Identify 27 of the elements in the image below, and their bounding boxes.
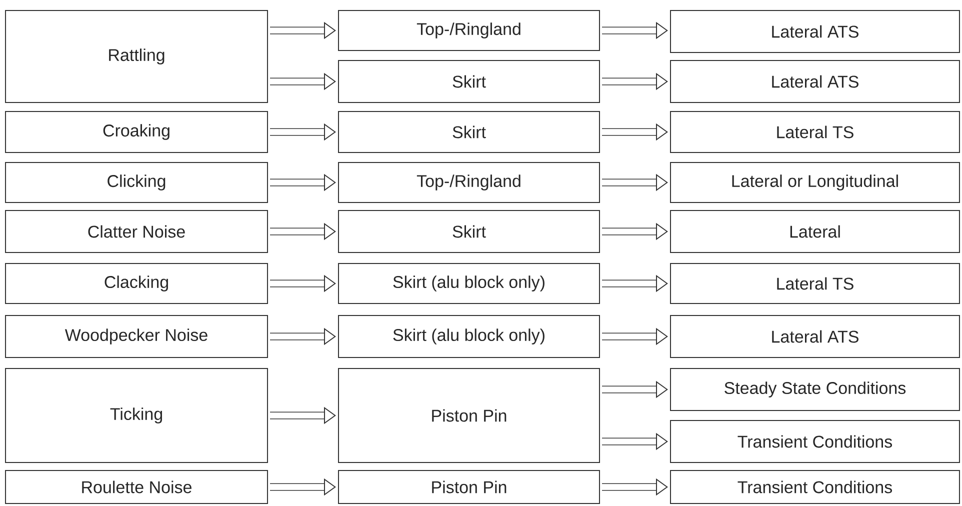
text-box: Top-/Ringland — [338, 10, 600, 51]
text-box: Clatter Noise — [5, 210, 268, 253]
text-box: Roulette Noise — [5, 470, 268, 504]
text-box: Ticking — [5, 368, 268, 463]
text-box: Skirt — [338, 60, 600, 103]
text-box: Piston Pin — [338, 470, 600, 504]
text-box: Skirt (alu block only) — [338, 263, 600, 304]
text-box: Lateral TS — [670, 111, 960, 153]
text-box: Lateral ATS — [670, 315, 960, 358]
text-box: Piston Pin — [338, 368, 600, 463]
text-box: Lateral or Longitudinal — [670, 162, 960, 203]
text-box: Croaking — [5, 111, 268, 153]
text-box: Lateral ATS — [670, 10, 960, 53]
text-box: Skirt — [338, 111, 600, 153]
text-box: Steady State Conditions — [670, 368, 960, 411]
text-box: Clacking — [5, 263, 268, 304]
text-box: Lateral ATS — [670, 60, 960, 103]
text-box: Rattling — [5, 10, 268, 103]
text-box: Skirt — [338, 210, 600, 253]
text-box: Clicking — [5, 162, 268, 203]
text-box: Skirt (alu block only) — [338, 315, 600, 358]
text-box: Lateral — [670, 210, 960, 253]
text-box: Transient Conditions — [670, 420, 960, 463]
text-box: Top-/Ringland — [338, 162, 600, 203]
text-box: Lateral TS — [670, 263, 960, 304]
text-box: Woodpecker Noise — [5, 315, 268, 358]
text-box: Transient Conditions — [670, 470, 960, 504]
